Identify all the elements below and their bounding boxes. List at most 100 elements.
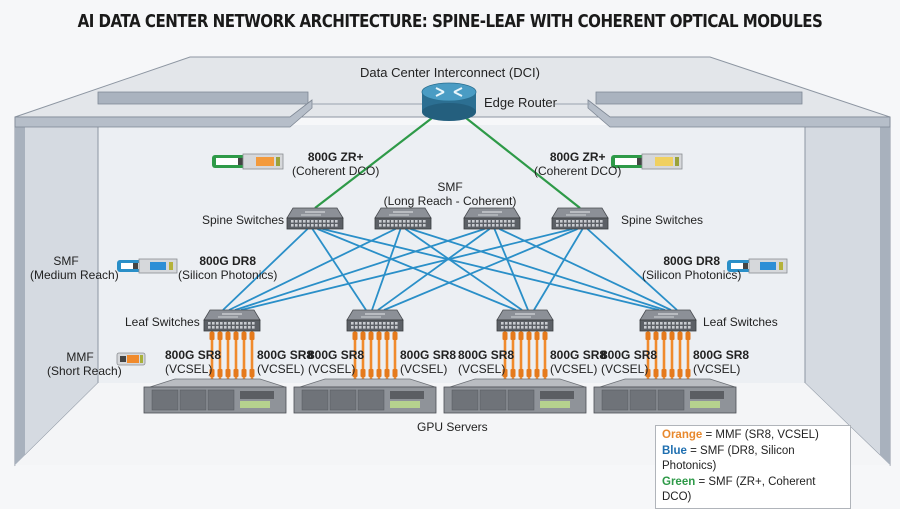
dr8-link-s2-l1 xyxy=(228,228,396,311)
spine-switch-4[interactable] xyxy=(551,207,609,230)
legend-key-blue: Blue xyxy=(662,444,687,457)
sr8-label-name: 800G SR8 xyxy=(550,348,607,362)
dr8-module-left xyxy=(117,258,178,274)
gpu-servers xyxy=(143,378,737,414)
sr8-fiber-l3-5 xyxy=(534,331,540,379)
sr8-label-tech: (VCSEL) xyxy=(601,362,649,376)
sr8-label-tech: (VCSEL) xyxy=(458,362,506,376)
sr8-fiber-l3-1 xyxy=(502,331,508,379)
spine-label-left: Spine Switches xyxy=(202,213,285,227)
mmf-short-title: MMF xyxy=(66,350,94,364)
dr8-module-right xyxy=(727,258,788,274)
sr8-fiber-l1-2 xyxy=(217,331,223,379)
legend-item-blue: Blue = SMF (DR8, Silicon Photonics) xyxy=(662,444,844,475)
dr8-link-s4-l4 xyxy=(586,228,678,311)
zr-module-left xyxy=(212,153,284,170)
sr8-fiber-l2-1 xyxy=(352,331,358,379)
leaf-label-right: Leaf Switches xyxy=(703,315,778,329)
zr-right-tech: (Coherent DCO) xyxy=(534,164,622,178)
smf-medium-label: SMF (Medium Reach) xyxy=(30,254,119,282)
back-wall xyxy=(98,125,805,383)
sr8-label-7: 800G SR8(VCSEL) xyxy=(601,348,658,376)
smf-long-title: SMF xyxy=(437,180,463,194)
leaf-switch-1[interactable] xyxy=(203,309,261,332)
dr8-link-s3-l4 xyxy=(499,228,672,311)
gpu-server-4[interactable] xyxy=(593,378,737,414)
leaf-switch-2[interactable] xyxy=(346,309,404,332)
dr8-link-s2-l2 xyxy=(371,228,402,311)
zr-right-name: 800G ZR+ xyxy=(549,150,606,164)
dr8-link-s1-l4 xyxy=(322,228,660,311)
sr8-label-1: 800G SR8(VCSEL) xyxy=(165,348,222,376)
mmf-short-sub: (Short Reach) xyxy=(47,364,122,378)
sr8-fiber-l2-2 xyxy=(360,331,366,379)
leaf-switch-3[interactable] xyxy=(496,309,554,332)
rail-left xyxy=(97,91,309,105)
dr8-left-label: 800G DR8 (Silicon Photonics) xyxy=(178,254,277,282)
dr8-link-s2-l3 xyxy=(404,228,523,311)
right-wall-edge xyxy=(880,117,890,465)
sr8-label-name: 800G SR8 xyxy=(458,348,515,362)
sr8-fiber-l4-2 xyxy=(653,331,659,379)
rail-left-lower xyxy=(14,99,313,128)
dr8-link-s3-l1 xyxy=(234,228,485,311)
dr8-link-s1-l3 xyxy=(317,228,517,311)
leaf-switch-4[interactable] xyxy=(639,309,697,332)
dr8-link-s4-l2 xyxy=(383,228,578,311)
edge-router-label: Edge Router xyxy=(484,95,557,110)
dr8-left-name: 800G DR8 xyxy=(199,254,257,268)
dr8-link-s3-l2 xyxy=(377,228,491,311)
blue-links xyxy=(222,228,678,311)
dr8-link-s1-l1 xyxy=(222,228,309,311)
sr8-fiber-l3-4 xyxy=(526,331,532,379)
sr8-label-tech: (VCSEL) xyxy=(165,362,213,376)
left-wall-edge xyxy=(15,117,25,465)
sr8-label-name: 800G SR8 xyxy=(601,348,658,362)
network-scene xyxy=(14,56,891,467)
sr8-fiber-l2-6 xyxy=(392,331,398,379)
dr8-right-label: 800G DR8 (Silicon Photonics) xyxy=(642,254,741,282)
spine-switch-3[interactable] xyxy=(463,207,521,230)
dci-label: Data Center Interconnect (DCI) xyxy=(360,65,540,80)
sr8-fiber-l2-3 xyxy=(368,331,374,379)
sr8-label-tech: (VCSEL) xyxy=(308,362,356,376)
sr8-fiber-l1-3 xyxy=(225,331,231,379)
smf-long-label: SMF (Long Reach - Coherent) xyxy=(380,180,520,208)
sr8-fiber-l2-4 xyxy=(376,331,382,379)
sr8-label-tech: (VCSEL) xyxy=(693,362,741,376)
sr8-fiber-l4-1 xyxy=(645,331,651,379)
sr8-fiber-l1-1 xyxy=(209,331,215,379)
spine-switch-2[interactable] xyxy=(374,207,432,230)
dr8-link-s4-l3 xyxy=(533,228,584,311)
legend-desc-orange: = MMF (SR8, VCSEL) xyxy=(705,429,819,441)
sr8-fiber-l2-5 xyxy=(384,331,390,379)
mmf-short-label: MMF (Short Reach) xyxy=(47,350,122,378)
sr8-label-name: 800G SR8 xyxy=(693,348,750,362)
sr8-label-3: 800G SR8(VCSEL) xyxy=(308,348,364,376)
gpu-servers-label: GPU Servers xyxy=(417,420,488,434)
dr8-link-s3-l3 xyxy=(493,228,529,311)
sr8-fiber-l4-3 xyxy=(661,331,667,379)
sr8-fiber-l1-6 xyxy=(249,331,255,379)
sr8-label-5: 800G SR8(VCSEL) xyxy=(458,348,515,376)
gpu-server-3[interactable] xyxy=(443,378,587,414)
sr8-label-2: 800G SR8(VCSEL) xyxy=(257,348,313,376)
zr-left-name: 800G ZR+ xyxy=(307,150,364,164)
sr8-label-name: 800G SR8 xyxy=(400,348,457,362)
zr-link-2 xyxy=(465,117,581,209)
orange-links xyxy=(209,331,691,379)
sr8-label-name: 800G SR8 xyxy=(165,348,222,362)
spine-label-right: Spine Switches xyxy=(621,213,704,227)
spine-switches xyxy=(286,207,609,230)
edge-router[interactable] xyxy=(421,82,477,121)
gpu-server-2[interactable] xyxy=(293,378,437,414)
sr8-label-tech: (VCSEL) xyxy=(400,362,448,376)
sr8-fiber-l4-6 xyxy=(685,331,691,379)
legend-key-orange: Orange xyxy=(662,429,703,441)
spine-switch-1[interactable] xyxy=(286,207,344,230)
sr8-label-8: 800G SR8(VCSEL) xyxy=(693,348,750,376)
sr8-fiber-l4-5 xyxy=(677,331,683,379)
zr-left-label: 800G ZR+ (Coherent DCO) xyxy=(292,150,379,178)
gpu-server-1[interactable] xyxy=(143,378,287,414)
leaf-switches xyxy=(203,309,697,332)
